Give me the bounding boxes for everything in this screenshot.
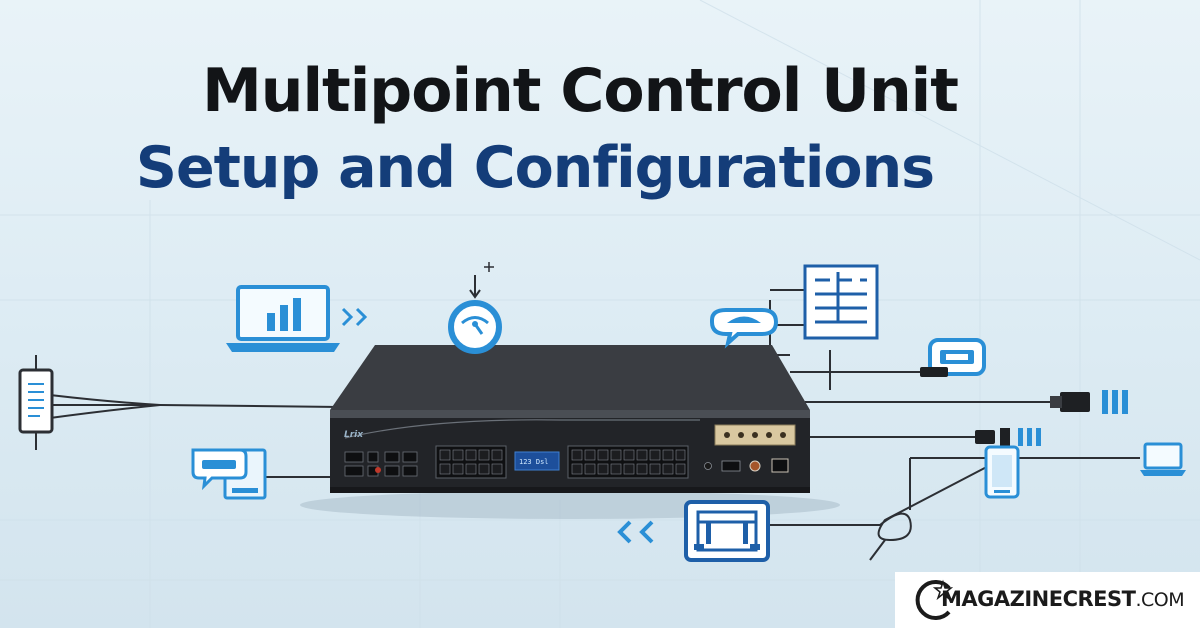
laptop-chart-icon: [226, 285, 340, 352]
lcd-text: 123 Dsl: [519, 458, 549, 466]
logo-c-star-icon: [915, 579, 954, 620]
sfp-ports: [344, 451, 418, 477]
mcu-device: Lrix 123 Dsl: [330, 345, 810, 493]
headline: Multipoint Control Unit Setup and Config…: [0, 52, 1200, 206]
double-chevron-left-icon: [617, 520, 654, 544]
phone-icon: [984, 445, 1020, 499]
network-panel-icon: [684, 500, 770, 562]
watermark-text: MAGAZINECREST.COM: [941, 587, 1185, 611]
lan-port: [771, 458, 789, 473]
laptop-icon: [1140, 442, 1186, 476]
device-brand: Lrix: [344, 430, 364, 440]
gauge-pin-icon: [448, 262, 502, 354]
usb-port: [721, 460, 741, 472]
camera-bubble-icon: [920, 338, 986, 377]
watermark-logo: MAGAZINECREST.COM: [895, 572, 1200, 628]
cable-plug-icon: [975, 428, 1041, 446]
power-led: [375, 467, 381, 473]
lcd-display: [514, 451, 560, 471]
chat-monitor-icon: [191, 448, 267, 500]
headline-line-1: Multipoint Control Unit: [202, 56, 959, 126]
remote-device-icon: [18, 355, 54, 450]
chat-bubble-icon: [710, 308, 779, 349]
headline-line-2: Setup and Configurations: [135, 135, 935, 201]
double-chevron-right-icon: [341, 307, 368, 327]
document-panel-icon: [803, 264, 879, 340]
ethernet-ports-right: [567, 445, 689, 479]
device-top: [330, 345, 810, 410]
watermark-tld: .COM: [1135, 589, 1185, 611]
connector-plug-icon: [1050, 390, 1128, 414]
ethernet-ports-left: [435, 445, 507, 479]
cables: [49, 289, 1140, 561]
watermark-brand: MAGAZINECREST: [941, 587, 1136, 611]
